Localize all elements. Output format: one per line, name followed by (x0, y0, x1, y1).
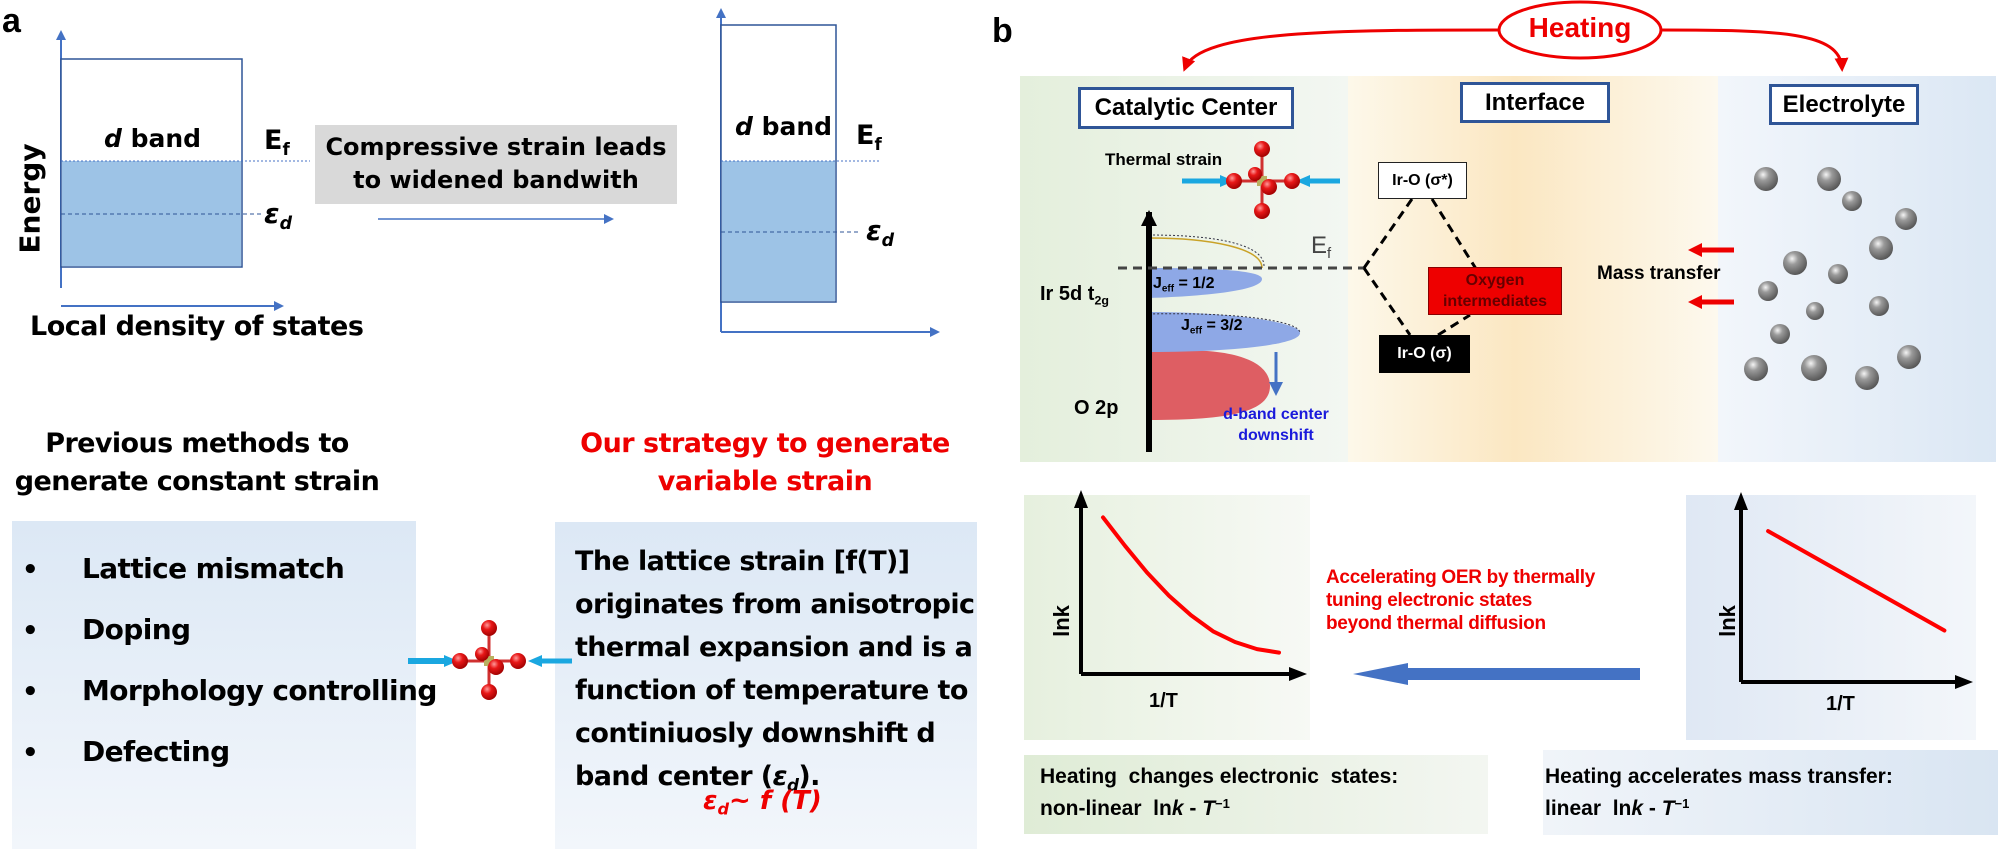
previous-methods-box (12, 521, 416, 849)
energy-axis-label: Energy (13, 143, 47, 254)
jeff-half-band (1149, 268, 1262, 298)
panel-b-label: b (992, 12, 1013, 50)
summary-right-box (1543, 750, 1998, 835)
linear-lnk-chart (1734, 492, 1973, 689)
transition-box: Compressive strain leads to widened band… (315, 125, 677, 204)
chart0-y-arrowhead (1074, 490, 1088, 508)
right-d-band-label: d band (735, 112, 833, 141)
thermal-strain-label: Thermal strain (1105, 150, 1223, 169)
strategy-heading: Our strategy to generate variable strain (580, 428, 950, 497)
strategy-formula: εd~ f (T) (703, 786, 822, 819)
thermal-strain-molecule-icon (1182, 141, 1340, 219)
dos-fermi-label: Ef (1311, 232, 1332, 263)
chart0-x-arrowhead (1289, 667, 1307, 681)
transition-line-2: to widened bandwith (353, 166, 639, 194)
interface-title: Interface (1460, 82, 1610, 123)
chart1-y-arrowhead (1734, 492, 1748, 510)
big-left-arrow (1353, 663, 1640, 685)
previous-item-lattice-mismatch: •Lattice mismatch (22, 552, 345, 585)
previous-item-defecting: •Defecting (22, 735, 230, 768)
summary-right-text: Heating accelerates mass transfer: linea… (1545, 765, 1893, 821)
chart0-ylabel: lnk (1049, 605, 1074, 637)
previous-methods-heading: Previous methods to generate constant st… (14, 428, 380, 497)
chart0-ylabel-wrap: lnk (1046, 590, 1076, 650)
strategy-text: The lattice strain [f(T)] originates fro… (575, 546, 975, 795)
chart1-series-line (1766, 529, 1947, 633)
energy-axis-label-wrap: Energy (10, 138, 50, 258)
chart1-xlabel: 1/T (1826, 693, 1855, 715)
summary-left-box (1024, 755, 1488, 834)
left-fermi-label: Ef (264, 125, 290, 159)
bonding-orbital-box: Ir-O (σ) (1379, 335, 1470, 373)
jeff-3half-label: Jeff = 3/2 (1181, 317, 1243, 337)
summary-left-text: Heating changes electronic states: non-l… (1040, 765, 1399, 821)
nonlinear-chart-bg (1024, 495, 1310, 740)
nonlinear-lnk-chart (1074, 490, 1307, 681)
antibonding-orbital-box: Ir-O (σ*) (1378, 162, 1467, 199)
octahedron-molecule-icon (408, 620, 572, 700)
electrolyte-particles (1744, 167, 1921, 390)
heating-ellipse (1497, 0, 1663, 60)
oxygen-intermediates-box: Oxygen intermediates (1428, 267, 1562, 315)
chart1-ylabel: lnk (1715, 605, 1740, 637)
heating-arrow-left (1182, 28, 1501, 72)
electrolyte-title: Electrolyte (1769, 84, 1919, 125)
catalytic-center-title: Catalytic Center (1078, 87, 1294, 129)
transition-line-1: Compressive strain leads (325, 133, 667, 161)
linear-chart-bg (1686, 495, 1976, 740)
jeff-half-label: Jeff = 1/2 (1153, 275, 1215, 295)
empty-band-outline (1148, 237, 1263, 269)
chart1-ylabel-wrap: lnk (1712, 590, 1742, 650)
ir-5d-t2g-label: Ir 5d t2g (1040, 283, 1109, 308)
d-band-downshift-label: d-band center downshift (1223, 406, 1329, 444)
left-band-fill (62, 161, 241, 266)
right-band-fill (722, 161, 835, 301)
strategy-box (555, 522, 977, 849)
chart1-x-arrowhead (1955, 675, 1973, 689)
acceleration-note: Accelerating OER by thermally tuning ele… (1326, 567, 1596, 634)
chart0-series-line (1101, 515, 1281, 655)
previous-item-morphology: •Morphology controlling (22, 674, 437, 707)
chart0-xlabel: 1/T (1149, 690, 1178, 712)
right-center-label: εd (866, 214, 895, 252)
mass-transfer-label: Mass transfer (1597, 263, 1721, 284)
o2p-label: O 2p (1074, 397, 1119, 419)
left-center-label: εd (264, 197, 293, 235)
left-d-band-label: d band (104, 124, 202, 153)
o2p-band (1149, 350, 1270, 420)
heating-arrow-right (1659, 28, 1849, 72)
dos-axis-label: Local density of states (30, 311, 364, 342)
panel-a-label: a (2, 2, 21, 40)
jeff-3half-band (1149, 312, 1300, 352)
heating-label: Heating (1528, 12, 1632, 43)
previous-item-doping: •Doping (22, 613, 191, 646)
electrolyte-panel (1718, 76, 1996, 462)
right-fermi-label: Ef (856, 120, 882, 154)
orbital-diagram (1362, 198, 1480, 337)
